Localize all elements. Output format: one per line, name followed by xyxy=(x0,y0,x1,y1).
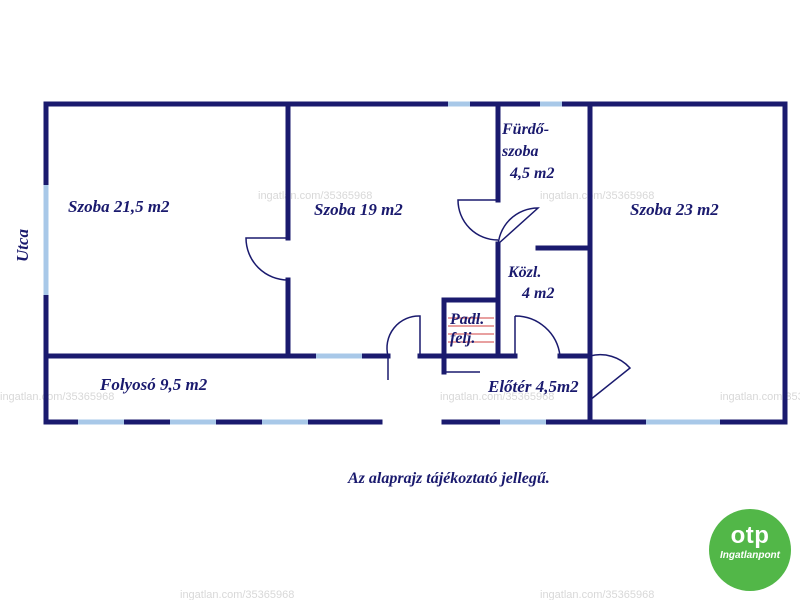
room-label-szoba1: Szoba 21,5 m2 xyxy=(68,197,170,216)
street-label: Utca xyxy=(13,228,32,262)
room-label-kozl: Közl. xyxy=(507,264,541,281)
disclaimer-note: Az alaprajz tájékoztató jellegű. xyxy=(348,470,550,487)
door-room1 xyxy=(245,237,289,281)
watermark: ingatlan.com/35365968 xyxy=(440,391,554,403)
door-entrance xyxy=(589,353,632,401)
windows xyxy=(43,101,720,425)
watermark: ingatlan.com/35365968 xyxy=(540,589,654,600)
otp-logo: otp Ingatlanpont xyxy=(709,509,791,591)
watermark-group: ingatlan.com/35365968 ingatlan.com/35365… xyxy=(0,190,800,600)
logo-subtitle: Ingatlanpont xyxy=(720,550,780,561)
room-label-szoba3: Szoba 23 m2 xyxy=(630,200,719,219)
watermark: ingatlan.com/35365968 xyxy=(0,391,114,403)
watermark: ingatlan.com/35365968 xyxy=(720,391,800,403)
watermark: ingatlan.com/35365968 xyxy=(540,190,654,202)
door-hall xyxy=(514,315,561,357)
room-label-furdo-1: Fürdő- xyxy=(501,121,549,138)
room-label-padl-1: Padl. xyxy=(449,311,484,328)
door-room2 xyxy=(457,199,499,241)
door-corridor xyxy=(386,315,421,380)
room-label-folyoso: Folyosó 9,5 m2 xyxy=(99,375,208,394)
room-label-padl-2: felj. xyxy=(450,330,475,347)
room-label-eloter: Előtér 4,5m2 xyxy=(487,377,579,396)
room-label-furdo-area: 4,5 m2 xyxy=(509,165,554,182)
room-label-szoba2: Szoba 19 m2 xyxy=(314,200,403,219)
logo-mark: otp xyxy=(730,522,770,549)
door-bath xyxy=(497,207,540,249)
room-label-kozl-area: 4 m2 xyxy=(521,285,554,302)
doors xyxy=(245,199,632,401)
watermark: ingatlan.com/35365968 xyxy=(180,589,294,600)
room-label-furdo-2: szoba xyxy=(501,143,538,160)
stair-hatch xyxy=(448,317,494,343)
